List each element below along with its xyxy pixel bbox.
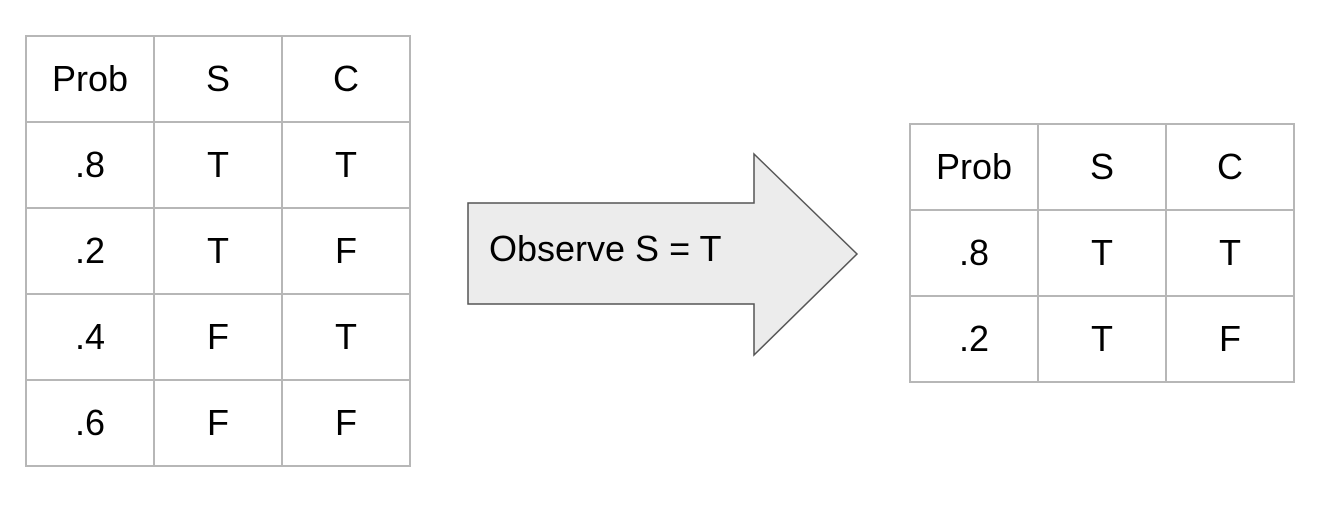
header-cell-prob: Prob — [909, 123, 1039, 211]
cell-prob: .8 — [25, 121, 155, 209]
table-header-row: Prob S C — [25, 35, 411, 123]
cell-prob: .2 — [909, 295, 1039, 383]
header-cell-c: C — [281, 35, 411, 123]
cell-c: F — [1165, 295, 1295, 383]
cell-c: F — [281, 207, 411, 295]
table-row: .4 F T — [25, 293, 411, 381]
table-row: .2 T F — [909, 295, 1295, 383]
arrow-label: Observe S = T — [489, 228, 722, 269]
table-row: .2 T F — [25, 207, 411, 295]
before-table: Prob S C .8 T T .2 T F .4 F T .6 F F — [25, 35, 411, 467]
table-row: .6 F F — [25, 379, 411, 467]
table-row: .8 T T — [25, 121, 411, 209]
cell-c: T — [1165, 209, 1295, 297]
arrow-polygon — [467, 152, 859, 357]
header-cell-s: S — [153, 35, 283, 123]
header-cell-s: S — [1037, 123, 1167, 211]
cell-prob: .6 — [25, 379, 155, 467]
cell-s: T — [1037, 295, 1167, 383]
cell-s: F — [153, 379, 283, 467]
cell-c: F — [281, 379, 411, 467]
right-arrow-shape — [467, 152, 859, 357]
cell-c: T — [281, 121, 411, 209]
cell-s: T — [1037, 209, 1167, 297]
cell-s: F — [153, 293, 283, 381]
cell-prob: .8 — [909, 209, 1039, 297]
cell-s: T — [153, 207, 283, 295]
header-cell-prob: Prob — [25, 35, 155, 123]
table-row: .8 T T — [909, 209, 1295, 297]
cell-c: T — [281, 293, 411, 381]
cell-s: T — [153, 121, 283, 209]
after-table: Prob S C .8 T T .2 T F — [909, 123, 1295, 383]
cell-prob: .4 — [25, 293, 155, 381]
cell-prob: .2 — [25, 207, 155, 295]
header-cell-c: C — [1165, 123, 1295, 211]
table-header-row: Prob S C — [909, 123, 1295, 211]
